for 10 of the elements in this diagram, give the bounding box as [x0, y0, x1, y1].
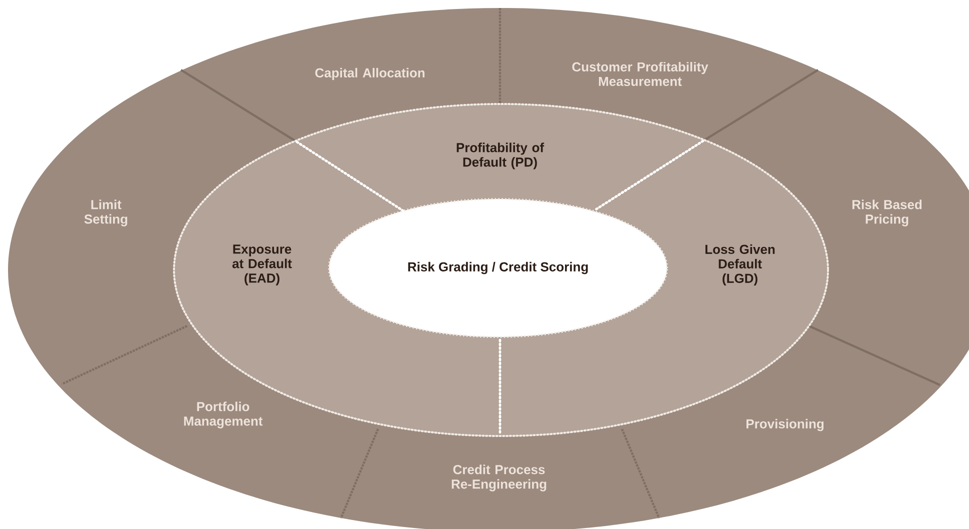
segment-label: Risk Based Pricing — [852, 200, 922, 226]
segment-label: Limit Setting — [84, 200, 128, 226]
ring-label: Profitability of Default (PD) — [456, 142, 544, 170]
segment-label: Credit Process Re-Engineering — [452, 464, 546, 492]
segment-label: Customer Profitability Measurement — [572, 62, 708, 86]
ring-label: Exposure at Default (EAD) — [232, 244, 292, 286]
segment-label: Provisioning — [746, 418, 824, 432]
ring-label: Loss Given Default (LGD) — [705, 244, 775, 286]
segment-label: Portfolio Management — [184, 402, 263, 428]
segment-label: Capital Allocation — [315, 68, 424, 80]
